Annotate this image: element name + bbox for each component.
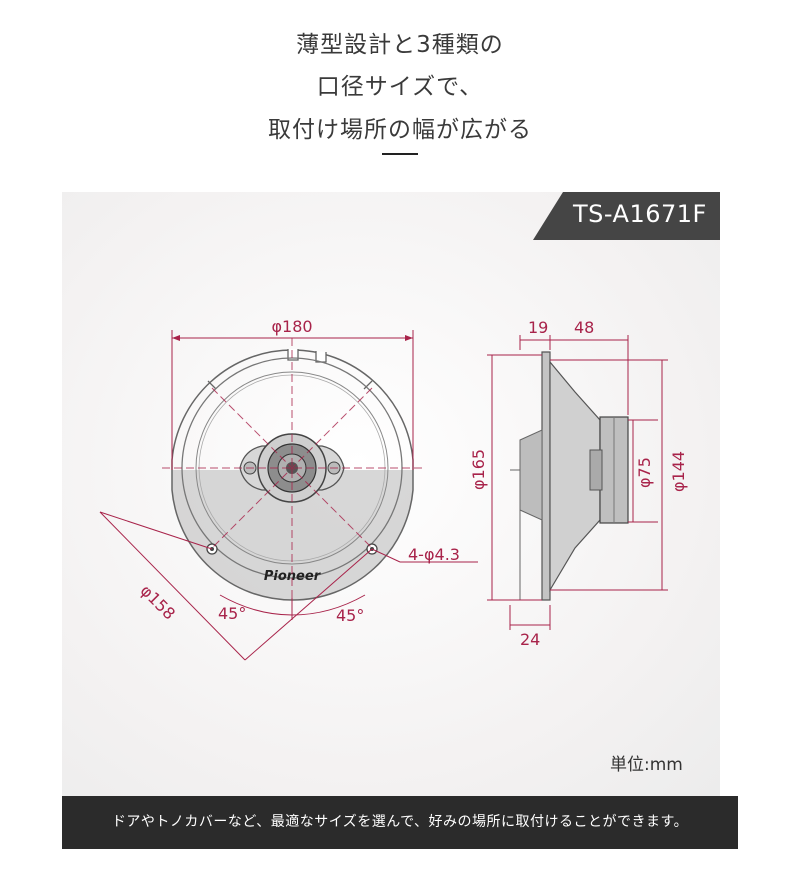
- dim-side-left: φ165: [469, 449, 488, 490]
- heading-line-3: 取付け場所の幅が広がる: [268, 117, 532, 143]
- dim-front-diameter: φ180: [271, 317, 312, 336]
- front-dimension-arrows: [172, 335, 413, 341]
- dim-side-right: φ144: [669, 451, 688, 492]
- dim-bolt-circle: φ158: [137, 581, 179, 623]
- dim-side-top-a: 19: [528, 318, 548, 337]
- heading-line-1: 薄型設計と3種類の: [296, 32, 504, 58]
- unit-label: 単位:mm: [610, 755, 683, 775]
- dim-side-bottom: 24: [520, 630, 540, 649]
- dim-angle-left: 45°: [218, 604, 246, 623]
- dim-angle-right: 45°: [336, 606, 364, 625]
- dim-side-mid: φ75: [635, 457, 654, 488]
- dim-side-top-b: 48: [574, 318, 594, 337]
- heading-divider: [382, 153, 418, 155]
- model-tag: [533, 192, 720, 240]
- dim-mount-holes: 4-φ4.3: [408, 545, 460, 564]
- caption-text: ドアやトノカバーなど、最適なサイズを選んで、好みの場所に取付けることができます。: [111, 814, 689, 830]
- heading-line-2: 口径サイズで、: [316, 74, 484, 100]
- front-view: Pioneer: [162, 338, 422, 601]
- side-dimension-lines: [487, 335, 668, 630]
- side-view: [510, 351, 629, 601]
- caption-bar: [62, 796, 738, 849]
- pioneer-logo: Pioneer: [264, 569, 322, 584]
- model-name: TS-A1671F: [573, 200, 707, 228]
- front-dimension-lines: [99, 330, 478, 661]
